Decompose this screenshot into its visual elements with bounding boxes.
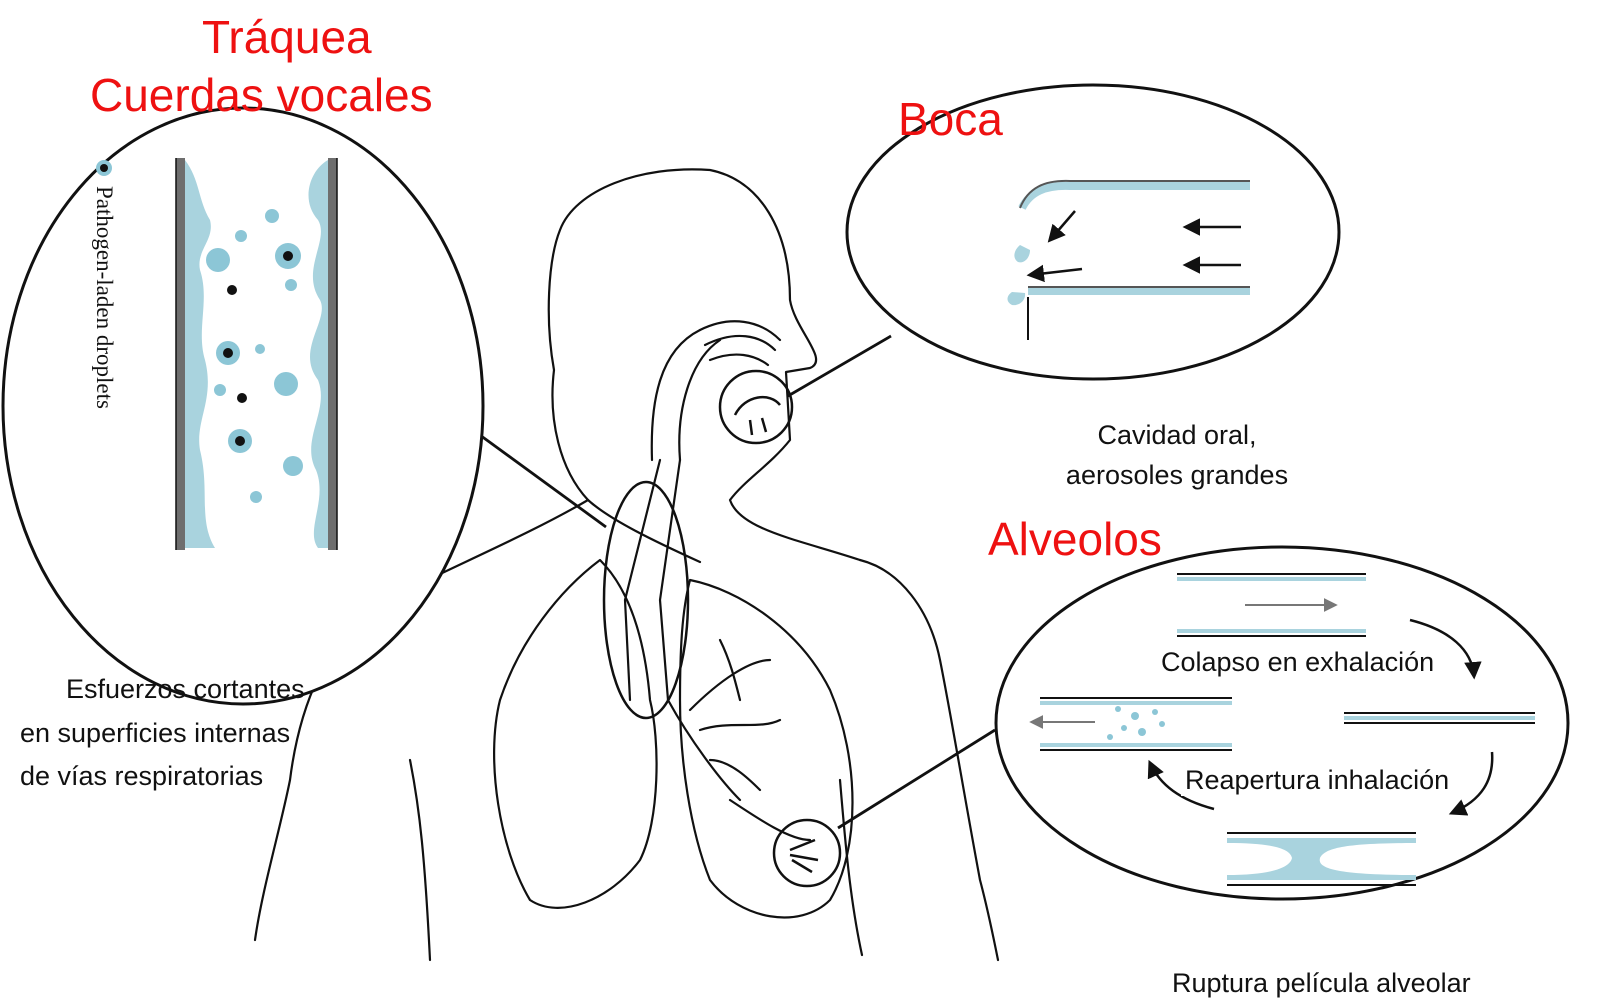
alveoli-title: Alveolos xyxy=(988,514,1162,564)
shear-caption-line2: en superficies internas xyxy=(20,716,290,751)
trachea-lines xyxy=(625,460,680,700)
rupture-caption: Ruptura película alveolar xyxy=(1172,966,1471,1001)
nasal-lines xyxy=(700,321,780,365)
collapse-label: Colapso en exhalación xyxy=(1157,646,1438,678)
mouth-highlight xyxy=(720,371,792,443)
alveoli-inset xyxy=(996,547,1568,899)
shear-caption-line3: de vías respiratorias xyxy=(20,759,263,794)
shoulder-right xyxy=(860,560,998,960)
trachea-inset-ellipse xyxy=(3,108,483,704)
trachea-wall-left xyxy=(176,158,185,550)
connector-mouth xyxy=(788,336,891,396)
trachea-wall-right xyxy=(328,158,337,550)
trachea-title: Tráquea xyxy=(202,12,372,62)
droplets-legend: Pathogen-laden droplets xyxy=(92,186,117,409)
trachea-inset: Pathogen-laden droplets xyxy=(3,108,483,704)
connector-trachea xyxy=(462,422,606,527)
airway-upper xyxy=(652,330,720,460)
mouth-title: Boca xyxy=(898,94,1003,144)
arm-left-inner xyxy=(410,760,430,960)
oral-caption-line2: aerosoles grandes xyxy=(1047,458,1307,493)
head-outline xyxy=(549,169,860,562)
oral-caption-line1: Cavidad oral, xyxy=(1062,418,1292,453)
alveoli-highlight xyxy=(774,820,840,886)
droplet-legend-icon xyxy=(96,160,112,176)
lung-left xyxy=(494,560,656,908)
lung-right xyxy=(680,580,853,917)
reopen-label: Reapertura inhalación xyxy=(1181,764,1453,796)
connector-lines xyxy=(462,336,995,828)
trachea-subtitle: Cuerdas vocales xyxy=(90,70,433,120)
connector-alveoli xyxy=(838,730,995,828)
shear-caption-line1: Esfuerzos cortantes xyxy=(66,672,305,707)
